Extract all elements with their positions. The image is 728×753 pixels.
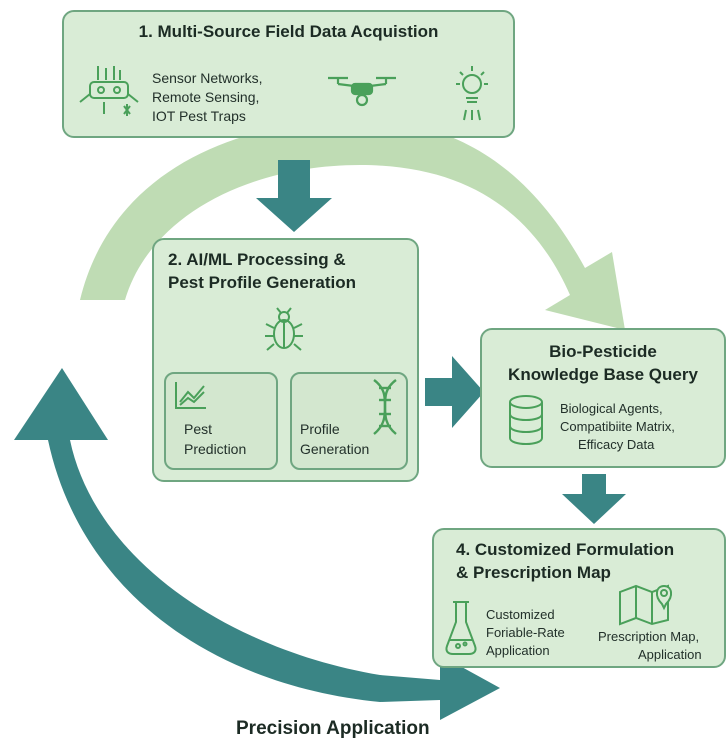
beetle-icon [265, 307, 303, 351]
light-arc-arrow-body [80, 120, 625, 330]
knowledge-base-box: Bio-Pesticide Knowledge Base Query Biolo… [480, 328, 726, 468]
kb-line-1: Biological Agents, [560, 401, 663, 416]
step4-item2-line1: Prescription Map, [598, 629, 700, 644]
trend-chart-icon [175, 382, 206, 409]
step4-title-line2: & Prescription Map [456, 563, 611, 582]
teal-arc-arrowhead [14, 368, 108, 440]
database-icon [509, 395, 543, 445]
profile-generation-line2: Generation [300, 441, 370, 457]
step4-item2-line2: Application [638, 647, 702, 662]
step2-box: 2. AI/ML Processing & Pest Profile Gener… [152, 238, 419, 482]
step4-box: 4. Customized Formulation & Prescription… [432, 528, 726, 668]
step1-box: 1. Multi-Source Field Data Acquistion Se… [62, 10, 515, 138]
step2-title-line2: Pest Profile Generation [168, 273, 356, 292]
down-arrow-1 [256, 160, 332, 232]
source-line-1: Sensor Networks, [152, 70, 263, 86]
step1-title: 1. Multi-Source Field Data Acquistion [138, 22, 439, 41]
dna-icon [373, 379, 397, 435]
source-line-3: IOT Pest Traps [152, 108, 246, 124]
step4-item1-line2: Foriable-Rate [486, 625, 565, 640]
sensor-network-icon [79, 66, 139, 116]
down-arrow-3 [562, 474, 626, 524]
step4-title-line1: 4. Customized Formulation [456, 540, 675, 559]
map-pin-icon [619, 584, 672, 626]
kb-line-3: Efficacy Data [578, 437, 655, 452]
profile-generation-line1: Profile [300, 421, 340, 437]
kb-line-2: Compatibiite Matrix, [560, 419, 675, 434]
drone-icon [328, 76, 396, 107]
step4-item1-line1: Customized [486, 607, 555, 622]
step4-item1-line3: Application [486, 643, 550, 658]
kb-title-line1: Bio-Pesticide [549, 342, 657, 361]
flask-icon [445, 601, 477, 655]
source-line-2: Remote Sensing, [152, 89, 260, 105]
pest-prediction-line1: Pest [184, 421, 213, 437]
pest-prediction-card: Pest Prediction [164, 372, 278, 470]
step2-title-line1: 2. AI/ML Processing & [168, 250, 346, 269]
precision-application-label: Precision Application [236, 718, 430, 739]
iot-trap-light-icon [456, 66, 488, 121]
pest-prediction-line2: Prediction [184, 441, 247, 457]
profile-generation-card: Profile Generation [290, 372, 408, 470]
right-arrow-2 [425, 356, 484, 428]
kb-title-line2: Knowledge Base Query [508, 365, 698, 384]
teal-arc-arrow-body [48, 440, 500, 720]
